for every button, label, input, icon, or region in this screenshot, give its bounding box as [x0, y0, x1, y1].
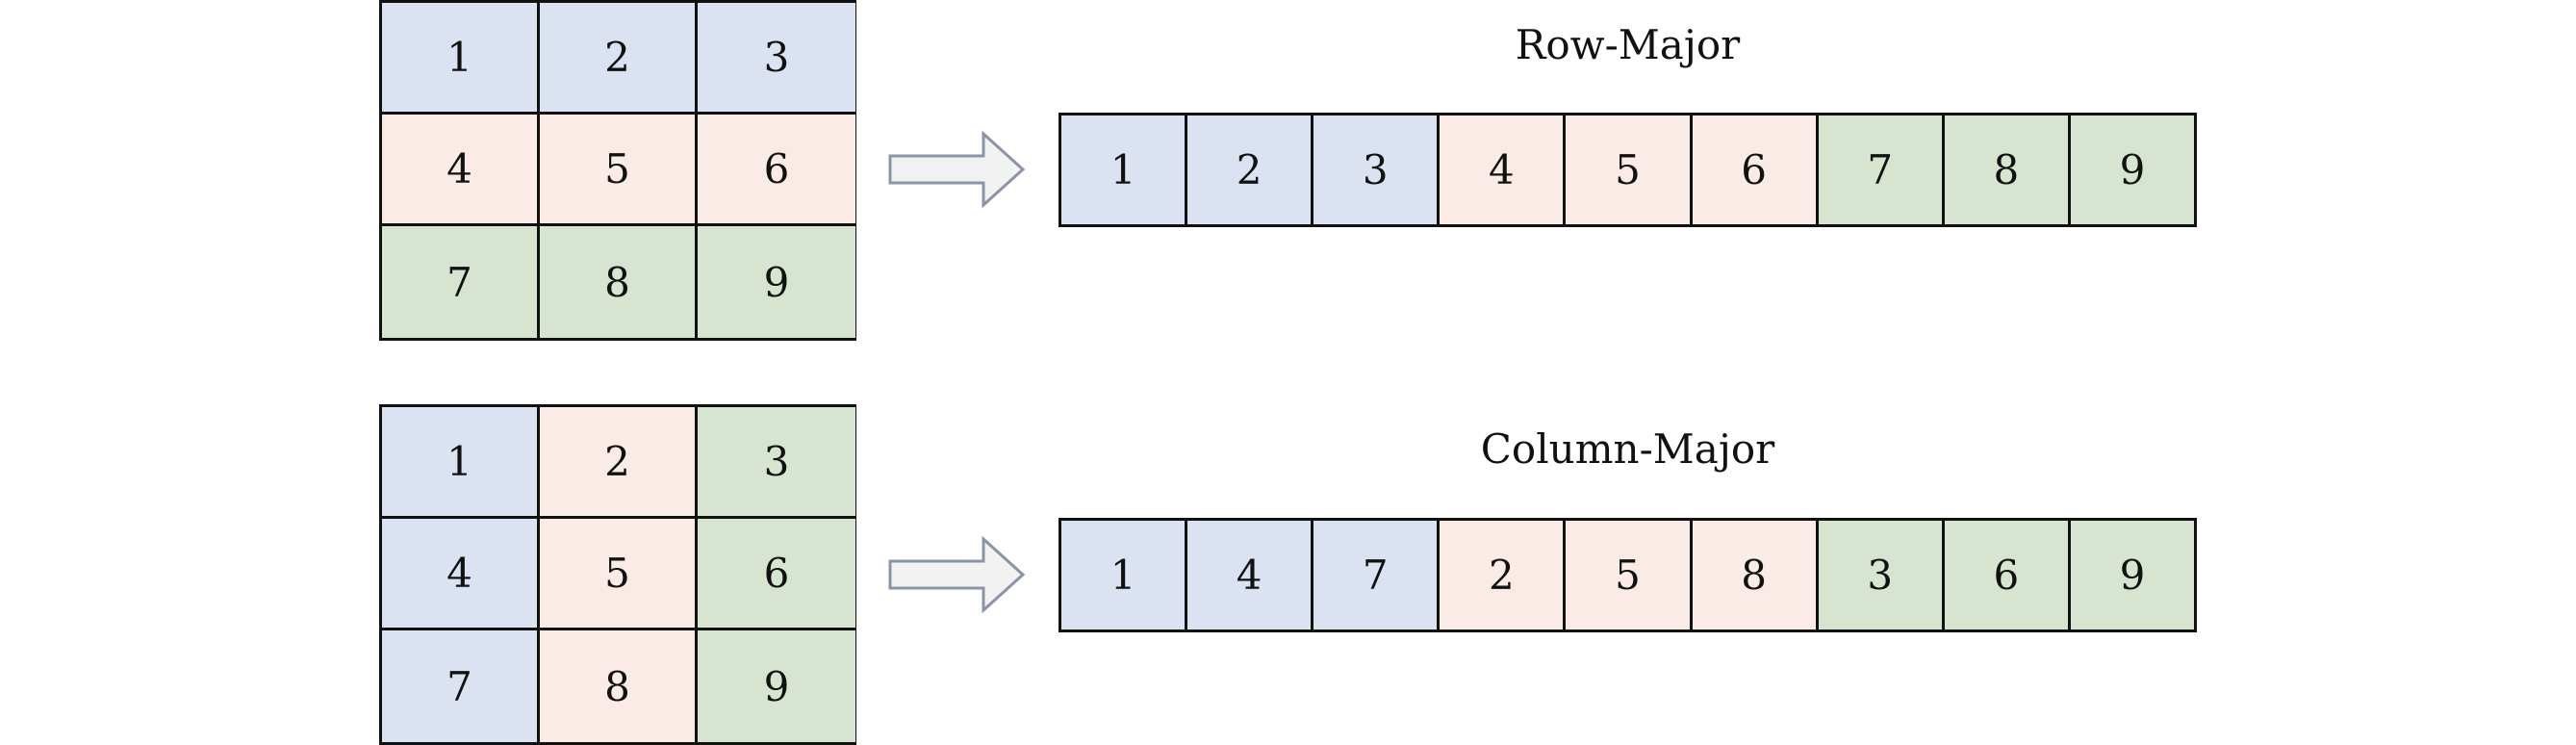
row-major-title: Row-Major	[1515, 21, 1741, 68]
matrix-cell: 9	[698, 226, 855, 338]
matrix-cell: 1	[382, 3, 540, 115]
row-major-matrix: 1 2 3 4 5 6 7 8 9	[379, 0, 856, 341]
matrix-cell: 8	[540, 630, 698, 742]
sequence-cell: 1	[1061, 521, 1188, 629]
matrix-cell: 3	[698, 407, 855, 519]
sequence-cell: 5	[1566, 521, 1693, 629]
sequence-cell: 3	[1818, 521, 1945, 629]
sequence-cell: 4	[1187, 521, 1314, 629]
sequence-cell: 6	[1944, 521, 2071, 629]
matrix-cell: 5	[540, 519, 698, 630]
sequence-cell: 9	[2070, 116, 2194, 224]
sequence-cell: 4	[1440, 116, 1567, 224]
sequence-cell: 1	[1061, 116, 1188, 224]
sequence-cell: 2	[1187, 116, 1314, 224]
sequence-cell: 8	[1692, 521, 1819, 629]
matrix-cell: 2	[540, 3, 698, 115]
matrix-cell: 5	[540, 115, 698, 226]
row-major-sequence: 1 2 3 4 5 6 7 8 9	[1058, 113, 2197, 227]
sequence-cell: 7	[1818, 116, 1945, 224]
column-major-sequence: 1 4 7 2 5 8 3 6 9	[1058, 518, 2197, 632]
matrix-cell: 1	[382, 407, 540, 519]
matrix-cell: 8	[540, 226, 698, 338]
matrix-cell: 2	[540, 407, 698, 519]
sequence-cell: 7	[1314, 521, 1441, 629]
right-arrow-icon	[888, 536, 1026, 613]
sequence-cell: 6	[1692, 116, 1819, 224]
sequence-cell: 8	[1944, 116, 2071, 224]
matrix-cell: 3	[698, 3, 855, 115]
column-major-title: Column-Major	[1480, 425, 1775, 473]
column-major-matrix: 1 2 3 4 5 6 7 8 9	[379, 404, 856, 745]
sequence-cell: 2	[1440, 521, 1567, 629]
matrix-cell: 6	[698, 519, 855, 630]
matrix-cell: 7	[382, 226, 540, 338]
matrix-cell: 4	[382, 115, 540, 226]
matrix-cell: 7	[382, 630, 540, 742]
matrix-cell: 4	[382, 519, 540, 630]
right-arrow-icon	[888, 131, 1026, 208]
sequence-cell: 3	[1314, 116, 1441, 224]
sequence-cell: 5	[1566, 116, 1693, 224]
matrix-cell: 6	[698, 115, 855, 226]
sequence-cell: 9	[2070, 521, 2194, 629]
matrix-cell: 9	[698, 630, 855, 742]
